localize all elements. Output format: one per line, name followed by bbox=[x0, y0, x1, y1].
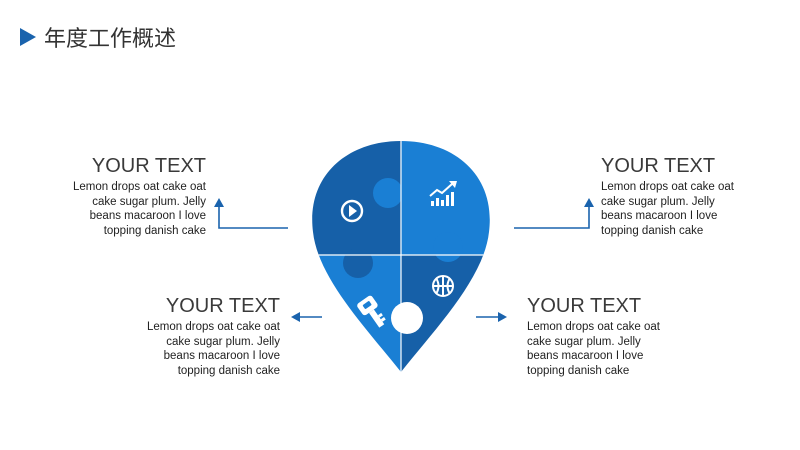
play-triangle-icon bbox=[20, 28, 36, 46]
connector-top-right bbox=[514, 198, 594, 229]
arrow-bottom-right bbox=[476, 312, 507, 322]
text-block-bottom-left: YOUR TEXT Lemon drops oat cake oat cake … bbox=[110, 294, 280, 378]
block-heading: YOUR TEXT bbox=[601, 155, 716, 177]
block-heading: YOUR TEXT bbox=[91, 155, 206, 177]
connector-top-left bbox=[214, 198, 288, 229]
puzzle-tab-left bbox=[343, 248, 373, 278]
growth-chart-icon bbox=[429, 181, 457, 206]
basketball-icon bbox=[432, 275, 454, 297]
block-body: Lemon drops oat cake oat cake sugar plum… bbox=[73, 181, 206, 237]
block-body: Lemon drops oat cake oat cake sugar plum… bbox=[527, 321, 660, 377]
key-icon bbox=[357, 295, 386, 328]
arrow-bottom-left bbox=[291, 312, 322, 322]
block-heading: YOUR TEXT bbox=[165, 295, 280, 317]
text-block-top-left: YOUR TEXT Lemon drops oat cake oat cake … bbox=[36, 154, 206, 238]
puzzle-tab-right bbox=[433, 232, 463, 262]
text-block-bottom-right: YOUR TEXT Lemon drops oat cake oat cake … bbox=[527, 294, 697, 378]
play-icon bbox=[340, 199, 364, 223]
text-block-top-right: YOUR TEXT Lemon drops oat cake oat cake … bbox=[601, 154, 771, 238]
page-header: 年度工作概述 bbox=[20, 22, 176, 52]
block-heading: YOUR TEXT bbox=[527, 295, 642, 317]
puzzle-tab-top bbox=[373, 178, 403, 208]
page-title: 年度工作概述 bbox=[44, 27, 177, 52]
block-body: Lemon drops oat cake oat cake sugar plum… bbox=[147, 321, 280, 377]
block-body: Lemon drops oat cake oat cake sugar plum… bbox=[601, 181, 734, 237]
pin-hole bbox=[391, 302, 423, 334]
